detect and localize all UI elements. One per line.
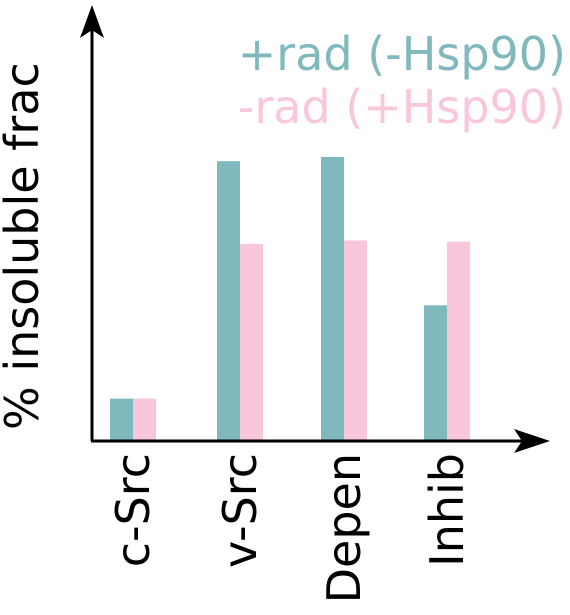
bar-inhib-series-2 xyxy=(447,241,470,441)
x-tick-labels: c-Src v-Src Depen Inhib xyxy=(106,453,474,603)
legend: +rad (-Hsp90)-rad (+Hsp90) xyxy=(238,27,566,134)
x-axis-arrow xyxy=(514,429,550,453)
x-tick-label: c-Src xyxy=(106,453,160,567)
legend-entry-1: +rad (-Hsp90) xyxy=(238,27,566,81)
bar-v-src-series-1 xyxy=(217,161,240,441)
bar-v-src-series-2 xyxy=(240,243,263,441)
axes-group xyxy=(80,5,550,453)
bar-c-src-series-2 xyxy=(133,398,156,441)
y-axis-arrow xyxy=(80,5,104,38)
bar-depen-series-2 xyxy=(344,240,367,441)
bar-inhib-series-1 xyxy=(424,305,447,441)
x-tick-label: Inhib xyxy=(420,453,474,567)
bars-group xyxy=(110,156,470,442)
legend-entry-2: -rad (+Hsp90) xyxy=(238,80,566,134)
x-tick-label: v-Src xyxy=(213,453,267,568)
y-axis-label: % insoluble frac xyxy=(0,62,49,430)
bar-c-src-series-1 xyxy=(110,398,133,441)
bar-depen-series-1 xyxy=(321,156,344,442)
x-tick-label: Depen xyxy=(317,453,371,603)
